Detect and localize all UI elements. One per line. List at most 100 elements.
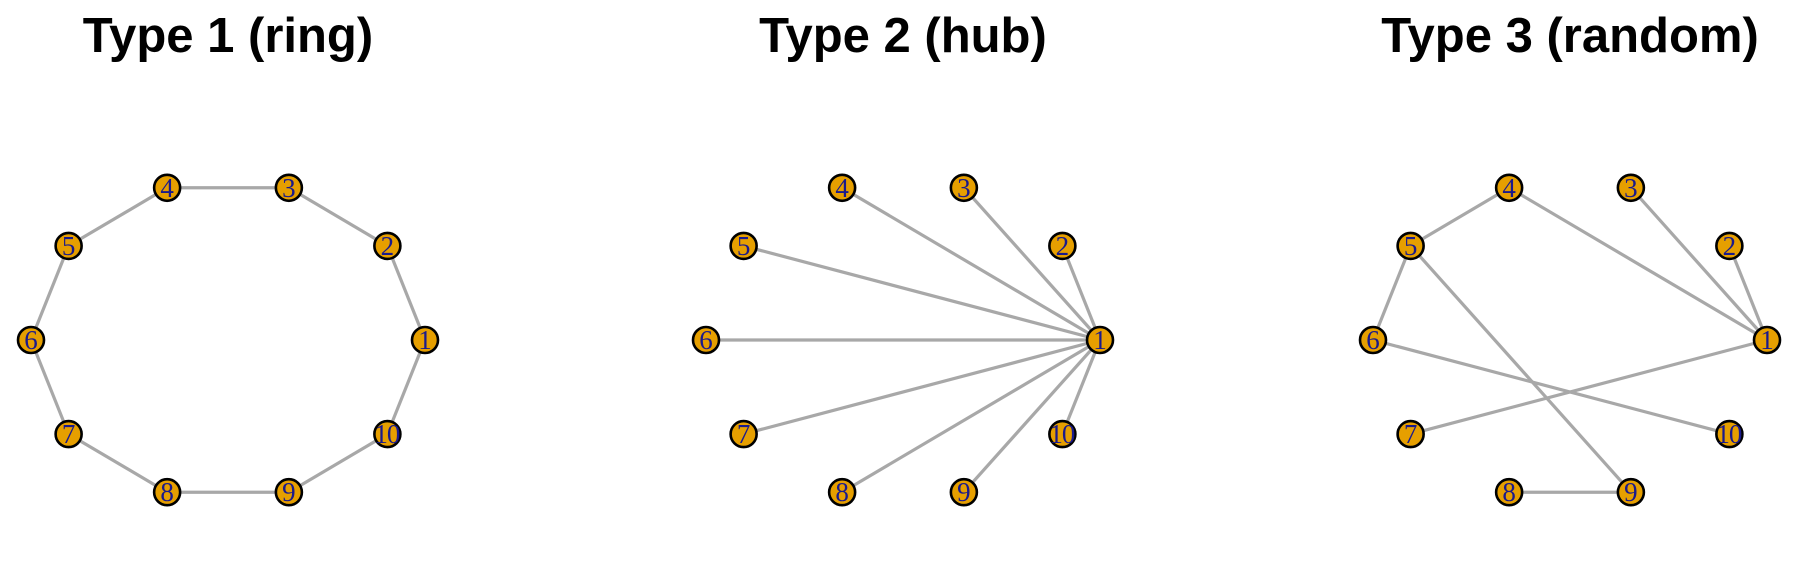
edge-1-7 [1410,338,1768,436]
node-circle [1396,419,1425,449]
node-circle [54,231,83,261]
hub-network-panel: Type 2 (hub) 1 2 3 4 5 6 7 8 9 10 [691,9,1115,507]
node-label: 1 [418,325,432,355]
node-8: 8 [827,477,857,507]
node-10: 10 [1715,419,1744,449]
node-circle [1616,173,1646,203]
node-4: 4 [152,173,182,203]
edge-4-5 [1409,186,1510,248]
edge-5-9 [1409,244,1633,494]
edge-1-9 [962,338,1102,494]
node-label: 7 [1404,419,1418,449]
node-2: 2 [1048,231,1077,261]
edge-1-5 [743,244,1101,342]
node-label: 6 [1366,325,1380,355]
node-1: 1 [1085,325,1115,355]
node-7: 7 [729,419,758,449]
edge-1-4 [1508,186,1768,342]
node-circle [729,231,758,261]
node-3: 3 [949,173,979,203]
node-5: 5 [54,231,83,261]
node-8: 8 [1494,477,1524,507]
node-circle [1616,477,1646,507]
edge-1-3 [1629,186,1769,342]
node-10: 10 [1048,419,1077,449]
node-5: 5 [729,231,758,261]
node-4: 4 [827,173,857,203]
node-6: 6 [1358,325,1388,355]
edge-5-6 [1371,245,1413,341]
node-circle [949,173,979,203]
edge-1-7 [743,338,1101,436]
node-circle [827,173,857,203]
node-label: 9 [957,477,971,507]
node-6: 6 [691,325,721,355]
edge-1-3 [962,186,1102,342]
edge-layer [29,186,427,494]
node-1: 1 [410,325,440,355]
node-7: 7 [1396,419,1425,449]
edge-6-10 [1372,338,1730,436]
node-circle [1048,419,1077,449]
node-circle [1494,477,1524,507]
node-circle [729,419,758,449]
edge-layer [706,186,1102,494]
node-3: 3 [1616,173,1646,203]
node-circle [1358,325,1388,355]
node-circle [691,325,721,355]
node-6: 6 [16,325,46,355]
node-label: 10 [1049,419,1075,449]
node-label: 2 [381,231,395,261]
node-circle [1085,325,1115,355]
node-label: 1 [1093,325,1107,355]
node-label: 6 [24,325,38,355]
node-9: 9 [1616,477,1646,507]
node-3: 3 [274,173,304,203]
edge-10-1 [385,339,427,435]
node-label: 3 [282,173,296,203]
edge-2-3 [288,186,389,248]
node-label: 4 [1502,173,1516,203]
node-label: 5 [1404,231,1418,261]
node-label: 6 [699,325,713,355]
edge-1-4 [841,186,1101,342]
node-label: 8 [1502,477,1516,507]
node-label: 7 [737,419,751,449]
edge-layer [1371,186,1769,494]
edge-6-7 [29,339,71,435]
node-label: 4 [835,173,849,203]
edge-1-2 [1060,245,1102,341]
node-circle [949,477,979,507]
node-label: 2 [1723,231,1737,261]
node-2: 2 [373,231,402,261]
node-circle [1494,173,1524,203]
node-circle [1048,231,1077,261]
node-circle [152,173,182,203]
panel-title: Type 1 (ring) [83,9,373,63]
edge-1-8 [841,338,1101,494]
node-circle [274,173,304,203]
panel-title: Type 2 (hub) [759,9,1047,63]
node-10: 10 [373,419,402,449]
edge-7-8 [67,432,168,494]
ring-network-panel: Type 1 (ring) 1 2 3 4 5 6 7 8 9 10 [16,9,440,507]
edge-1-2 [1727,245,1769,341]
edge-4-5 [67,186,168,248]
node-circle [373,419,402,449]
node-label: 8 [835,477,849,507]
node-8: 8 [152,477,182,507]
node-label: 5 [62,231,76,261]
node-9: 9 [274,477,304,507]
node-circle [1715,419,1744,449]
node-circle [410,325,440,355]
node-circle [827,477,857,507]
node-9: 9 [949,477,979,507]
node-label: 7 [62,419,76,449]
panel-title: Type 3 (random) [1381,9,1759,63]
node-circle [152,477,182,507]
node-label: 2 [1056,231,1070,261]
edge-1-2 [385,245,427,341]
